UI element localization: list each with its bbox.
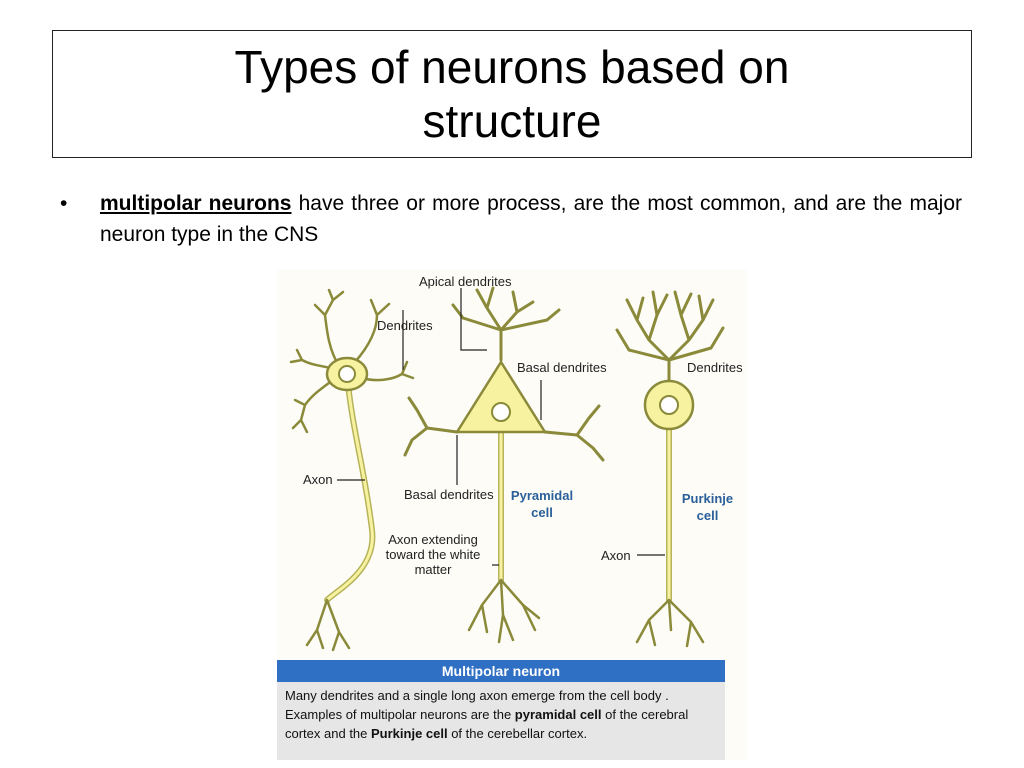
caption-term-purkinje: Purkinje cell xyxy=(371,726,448,741)
label-basal-dendrites-top: Basal dendrites xyxy=(517,360,607,375)
caption-line-3-pre: cortex and the xyxy=(285,726,371,741)
neuron-figure: Apical dendrites Dendrites Basal dendrit… xyxy=(277,270,747,760)
label-dendrites-left: Dendrites xyxy=(377,318,433,333)
caption-line-3-post: of the cerebellar cortex. xyxy=(447,726,588,741)
bullet-term: multipolar neurons xyxy=(100,192,292,215)
label-dendrites-right: Dendrites xyxy=(687,360,743,375)
label-apical-dendrites: Apical dendrites xyxy=(419,274,512,289)
neuron-illustration xyxy=(289,286,725,652)
label-axon-right: Axon xyxy=(601,548,631,563)
label-pyramidal-cell: Pyramidal cell xyxy=(510,488,574,520)
page-title: Types of neurons based on structure xyxy=(234,41,790,147)
purkinje-cell-drawing xyxy=(615,290,725,648)
caption-line-1: Many dendrites and a single long axon em… xyxy=(285,688,669,703)
label-basal-dendrites-bottom: Basal dendrites xyxy=(404,487,494,502)
caption-line-2: Examples of multipolar neurons are the p… xyxy=(285,705,717,724)
title-box: Types of neurons based on structure xyxy=(52,30,972,158)
caption-line-2-post: of the cerebral xyxy=(601,707,689,722)
label-axon-left: Axon xyxy=(303,472,333,487)
pyramidal-cell-drawing xyxy=(403,286,605,644)
figure-caption: Many dendrites and a single long axon em… xyxy=(277,682,725,760)
apical-dendrites-pointer xyxy=(460,288,487,351)
bullet-marker: • xyxy=(60,192,68,215)
figure-banner: Multipolar neuron xyxy=(277,660,725,682)
caption-line-3: cortex and the Purkinje cell of the cere… xyxy=(285,724,717,743)
bullet-text: multipolar neurons have three or more pr… xyxy=(100,188,962,250)
caption-term-pyramidal: pyramidal cell xyxy=(514,707,602,722)
label-axon-extending: Axon extending toward the white matter xyxy=(385,532,481,577)
caption-line-2-pre: Examples of multipolar neurons are the xyxy=(285,707,515,722)
bullet-description: have three or more process, are the most… xyxy=(100,192,962,246)
multipolar-neuron-left xyxy=(289,288,415,652)
label-purkinje-cell: Purkinje cell xyxy=(681,491,734,523)
